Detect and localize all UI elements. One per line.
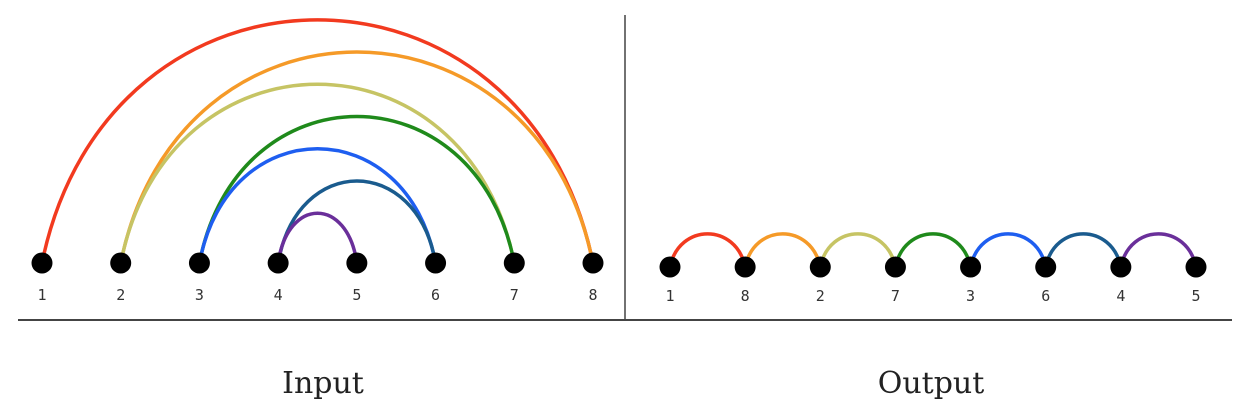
output-arcs xyxy=(668,232,1198,269)
output-panel: 1 8 2 7 3 6 4 5 Output xyxy=(659,232,1207,401)
input-node-5 xyxy=(346,252,368,274)
output-node-label: 3 xyxy=(966,287,975,305)
input-arcs xyxy=(40,18,595,265)
output-node-1 xyxy=(659,256,681,278)
input-node-3 xyxy=(188,252,210,274)
input-node-4 xyxy=(267,252,289,274)
output-arc-8-2 xyxy=(743,232,823,269)
input-panel: 1 2 3 4 5 6 7 8 Input xyxy=(31,18,604,401)
input-node-2 xyxy=(110,252,132,274)
output-node-6 xyxy=(1035,256,1057,278)
output-arc-2-7 xyxy=(818,232,898,269)
output-node-2 xyxy=(809,256,831,278)
output-node-7 xyxy=(884,256,906,278)
input-node-label: 8 xyxy=(588,286,597,304)
input-arc-4-6 xyxy=(276,179,438,265)
output-node-label: 5 xyxy=(1191,287,1200,305)
input-arc-3-7 xyxy=(197,114,517,265)
input-arc-1-8 xyxy=(40,18,595,265)
input-node-7 xyxy=(503,252,525,274)
output-arc-7-3 xyxy=(893,232,973,269)
output-nodes: 1 8 2 7 3 6 4 5 xyxy=(659,256,1207,305)
input-node-8 xyxy=(582,252,604,274)
input-arc-2-8 xyxy=(118,50,595,265)
output-node-label: 1 xyxy=(665,287,674,305)
output-node-4 xyxy=(1110,256,1132,278)
output-caption: Output xyxy=(878,366,985,401)
input-node-1 xyxy=(31,252,53,274)
output-node-label: 8 xyxy=(741,287,750,305)
output-arc-3-6 xyxy=(968,232,1048,269)
input-node-label: 5 xyxy=(352,286,361,304)
input-node-label: 3 xyxy=(195,286,204,304)
input-arc-3-6 xyxy=(197,147,438,265)
input-arc-4-5 xyxy=(276,211,359,265)
output-arc-6-4 xyxy=(1043,232,1123,269)
output-node-label: 7 xyxy=(891,287,900,305)
input-nodes: 1 2 3 4 5 6 7 8 xyxy=(31,252,604,304)
input-node-6 xyxy=(425,252,447,274)
input-node-label: 7 xyxy=(510,286,519,304)
output-arc-4-5 xyxy=(1119,232,1198,269)
input-node-label: 4 xyxy=(274,286,283,304)
input-caption: Input xyxy=(282,366,364,401)
input-arc-2-7 xyxy=(118,82,517,265)
output-node-label: 6 xyxy=(1041,287,1050,305)
output-node-5 xyxy=(1185,256,1207,278)
input-node-label: 2 xyxy=(116,286,125,304)
output-node-label: 4 xyxy=(1116,287,1125,305)
output-arc-1-8 xyxy=(668,232,747,269)
output-node-8 xyxy=(734,256,756,278)
input-node-label: 6 xyxy=(431,286,440,304)
output-node-label: 2 xyxy=(816,287,825,305)
input-node-label: 1 xyxy=(37,286,46,304)
output-node-3 xyxy=(960,256,982,278)
